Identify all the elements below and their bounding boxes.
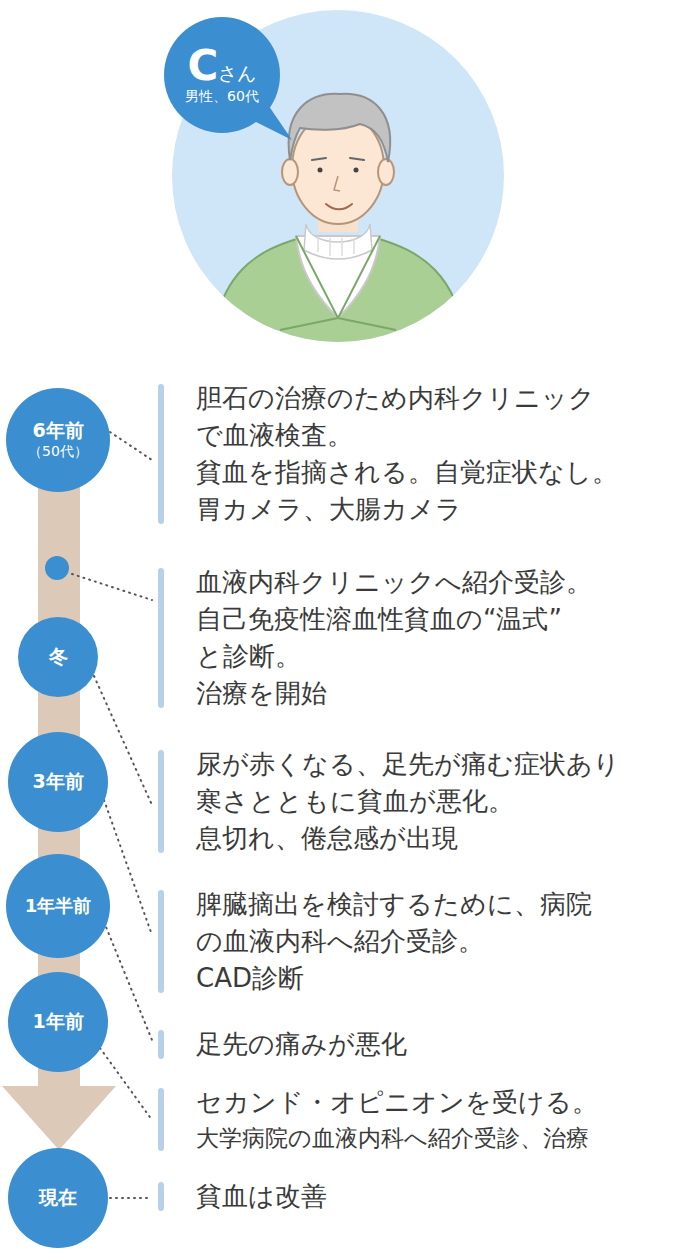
- event-text: 治療を開始: [196, 675, 674, 712]
- timeline-circle: 6年前（50代）: [6, 388, 110, 492]
- period-label: 3年前: [32, 770, 83, 794]
- period-label: 冬: [49, 645, 68, 669]
- period-label: 1年前: [32, 1010, 83, 1034]
- event-text: 脾臓摘出を検討するために、病院 の血液内科へ紹介受診。: [196, 886, 674, 960]
- timeline-dot: [45, 556, 69, 580]
- timeline-circle: 1年前: [8, 972, 108, 1072]
- profile-text: 男性、60代: [185, 87, 259, 105]
- event-text: セカンド・オピニオンを受ける。: [196, 1084, 674, 1121]
- honorific: さん: [218, 64, 256, 83]
- event-text: 尿が赤くなる、足先が痛む症状あり: [196, 746, 674, 783]
- event-bar: [158, 890, 164, 993]
- event-bar: [158, 568, 164, 708]
- event-text: 胆石の治療のため内科クリニック で血液検査。: [196, 380, 674, 454]
- timeline-circle: 現在: [8, 1148, 108, 1248]
- period-label: 1年半前: [25, 895, 92, 918]
- event-text: 息切れ、倦怠感が出現: [196, 820, 674, 857]
- period-label: 6年前: [32, 419, 83, 443]
- event-text: 血液内科クリニックへ紹介受診。: [196, 564, 674, 601]
- timeline-arrowhead: [2, 1086, 116, 1150]
- event-bar: [158, 1030, 164, 1059]
- event-text: 大学病院の血液内科へ紹介受診、治療: [196, 1121, 674, 1155]
- event-text: 貧血は改善: [196, 1178, 674, 1215]
- event-bar: [158, 384, 164, 524]
- event-text: CAD診断: [196, 960, 674, 997]
- event-bar: [158, 1182, 164, 1211]
- period-label: （50代）: [28, 443, 88, 461]
- name-row: Cさん: [188, 45, 257, 87]
- event-text: 胃カメラ、大腸カメラ: [196, 491, 674, 528]
- speech-bubble: Cさん男性、60代: [164, 17, 280, 133]
- period-label: 現在: [39, 1186, 77, 1210]
- event-bar: [158, 1088, 164, 1151]
- event-bar: [158, 750, 164, 853]
- event-text: 足先の痛みが悪化: [196, 1026, 674, 1063]
- event-text: 自己免疫性溶血性貧血の“温式” と診断。: [196, 601, 674, 675]
- name-initial: C: [188, 45, 219, 87]
- timeline-circle: 3年前: [8, 732, 108, 832]
- event-text: 貧血を指摘される。自覚症状なし。: [196, 454, 674, 491]
- event-text: 寒さとともに貧血が悪化。: [196, 783, 674, 820]
- timeline-circle: 1年半前: [6, 854, 110, 958]
- timeline-circle: 冬: [18, 617, 98, 697]
- person-figure: [210, 94, 468, 360]
